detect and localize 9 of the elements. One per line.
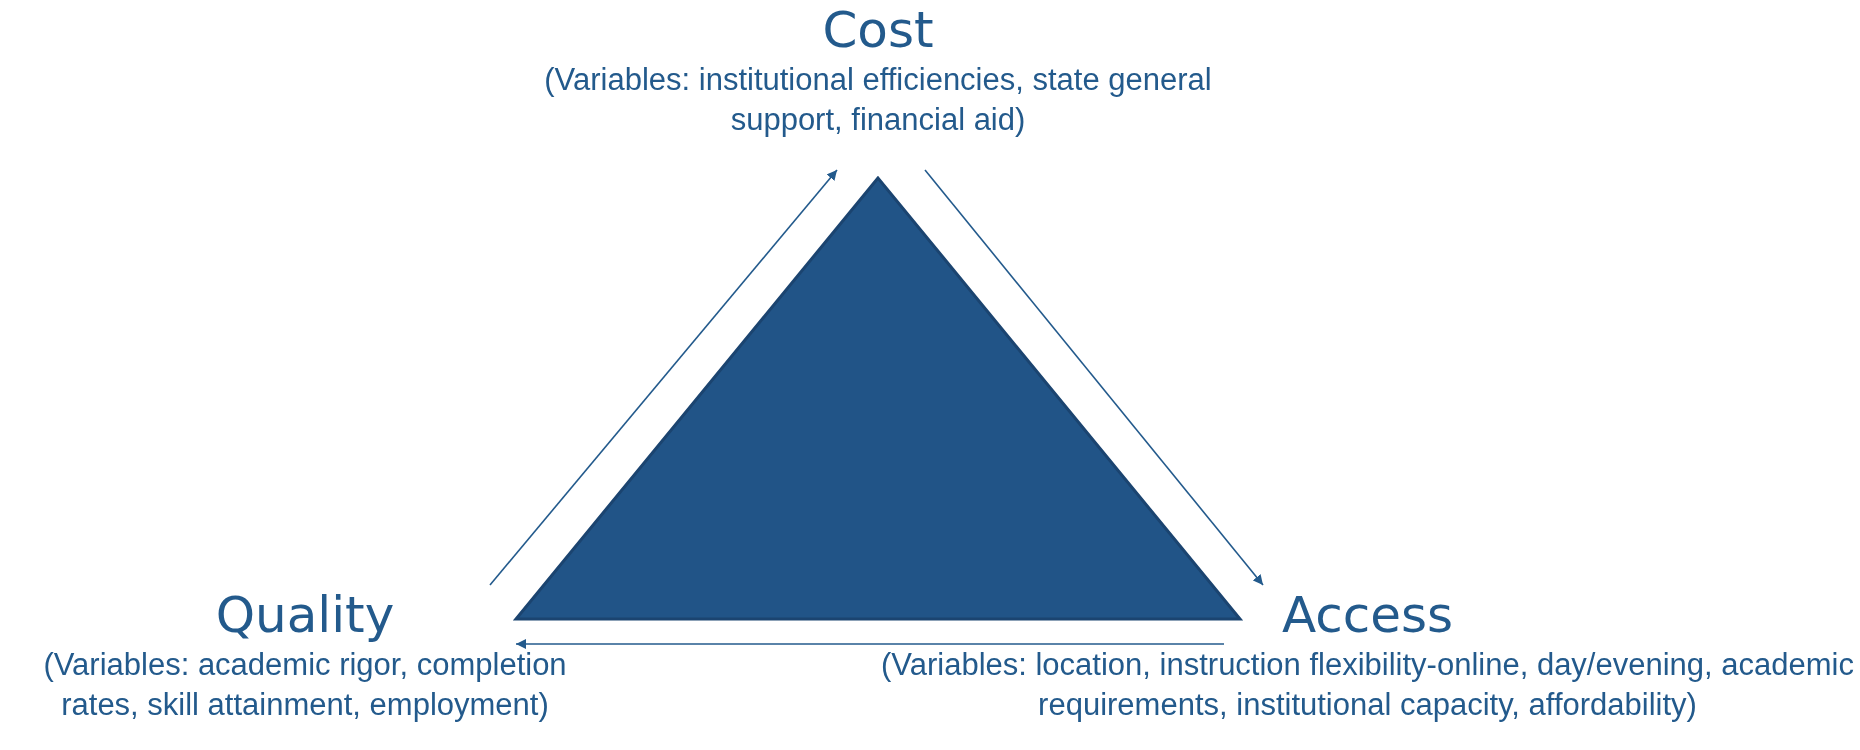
variables-text: (Variables: location, instruction flexibility-online, day/evening, academic requirements, institutional capacity, affordability) [880,646,1855,724]
node-title: Quality [214,585,396,645]
node-title: Cost [821,0,935,60]
arrow [924,169,1264,586]
arrow [515,639,1225,649]
variables-text: (Variables: academic rigor, completion rates, skill attainment, employment) [42,646,568,724]
node-title: Access [1280,585,1455,645]
variables-text: (Variables: institutional efficiencies, state general support, financial aid) [543,61,1213,139]
arrow [489,169,838,586]
